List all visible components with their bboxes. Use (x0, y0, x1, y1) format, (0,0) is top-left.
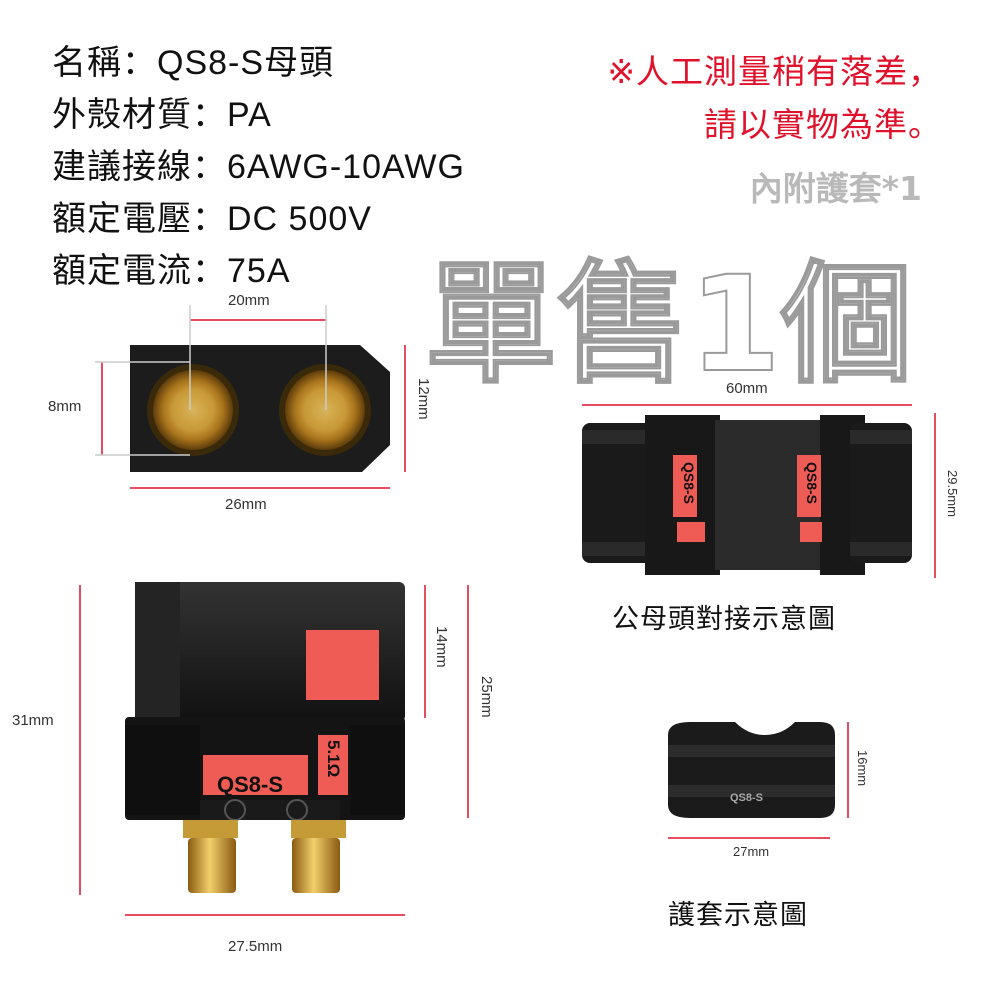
caption-mated: 公母頭對接示意圖 (612, 604, 836, 635)
dim-27-5mm: 27.5mm (228, 938, 283, 955)
side-resistor-label: 5.1Ω (324, 740, 343, 778)
dim-60mm: 60mm (726, 380, 768, 397)
sleeve-text: QS8-S (730, 792, 764, 804)
measurement-note-line2: 請以實物為準。 (704, 105, 942, 144)
front-view-connector (130, 345, 390, 472)
mated-model-label-left: QS8-S (681, 462, 697, 505)
spec-voltage: 額定電壓：DC 500V (52, 199, 372, 239)
dim-29-5mm: 29.5mm (945, 470, 960, 517)
sleeve-dimension-lines (668, 722, 849, 839)
mated-model-label-right: QS8-S (804, 462, 820, 505)
caption-sleeve: 護套示意圖 (668, 900, 808, 931)
side-model-label: QS8-S (217, 772, 284, 797)
side-view-connector (125, 582, 405, 893)
included-sleeve-note: 內附護套*1 (749, 169, 922, 208)
dim-14mm: 14mm (433, 626, 450, 668)
sold-single-watermark: 單售1個 (424, 247, 914, 403)
spec-name: 名稱：QS8-S母頭 (52, 43, 335, 83)
front-view-dimension-lines (95, 305, 406, 489)
spec-material: 外殼材質：PA (52, 95, 272, 135)
dim-25mm: 25mm (478, 676, 495, 718)
mated-dimension-lines (582, 404, 936, 578)
mated-connector-pair (582, 415, 912, 575)
dim-16mm: 16mm (855, 750, 870, 787)
spec-wire: 建議接線：6AWG-10AWG (52, 147, 465, 187)
measurement-note-line1: ※人工測量稍有落差， (607, 52, 942, 91)
side-dimension-lines (79, 585, 469, 916)
dim-27mm: 27mm (733, 844, 770, 859)
dim-26mm: 26mm (225, 496, 267, 513)
dim-20mm: 20mm (228, 292, 270, 309)
dim-31mm: 31mm (12, 712, 54, 729)
spec-current: 額定電流：75A (52, 251, 291, 291)
protective-sleeve (668, 722, 835, 818)
dim-12mm: 12mm (415, 378, 432, 420)
dim-8mm: 8mm (48, 398, 82, 415)
